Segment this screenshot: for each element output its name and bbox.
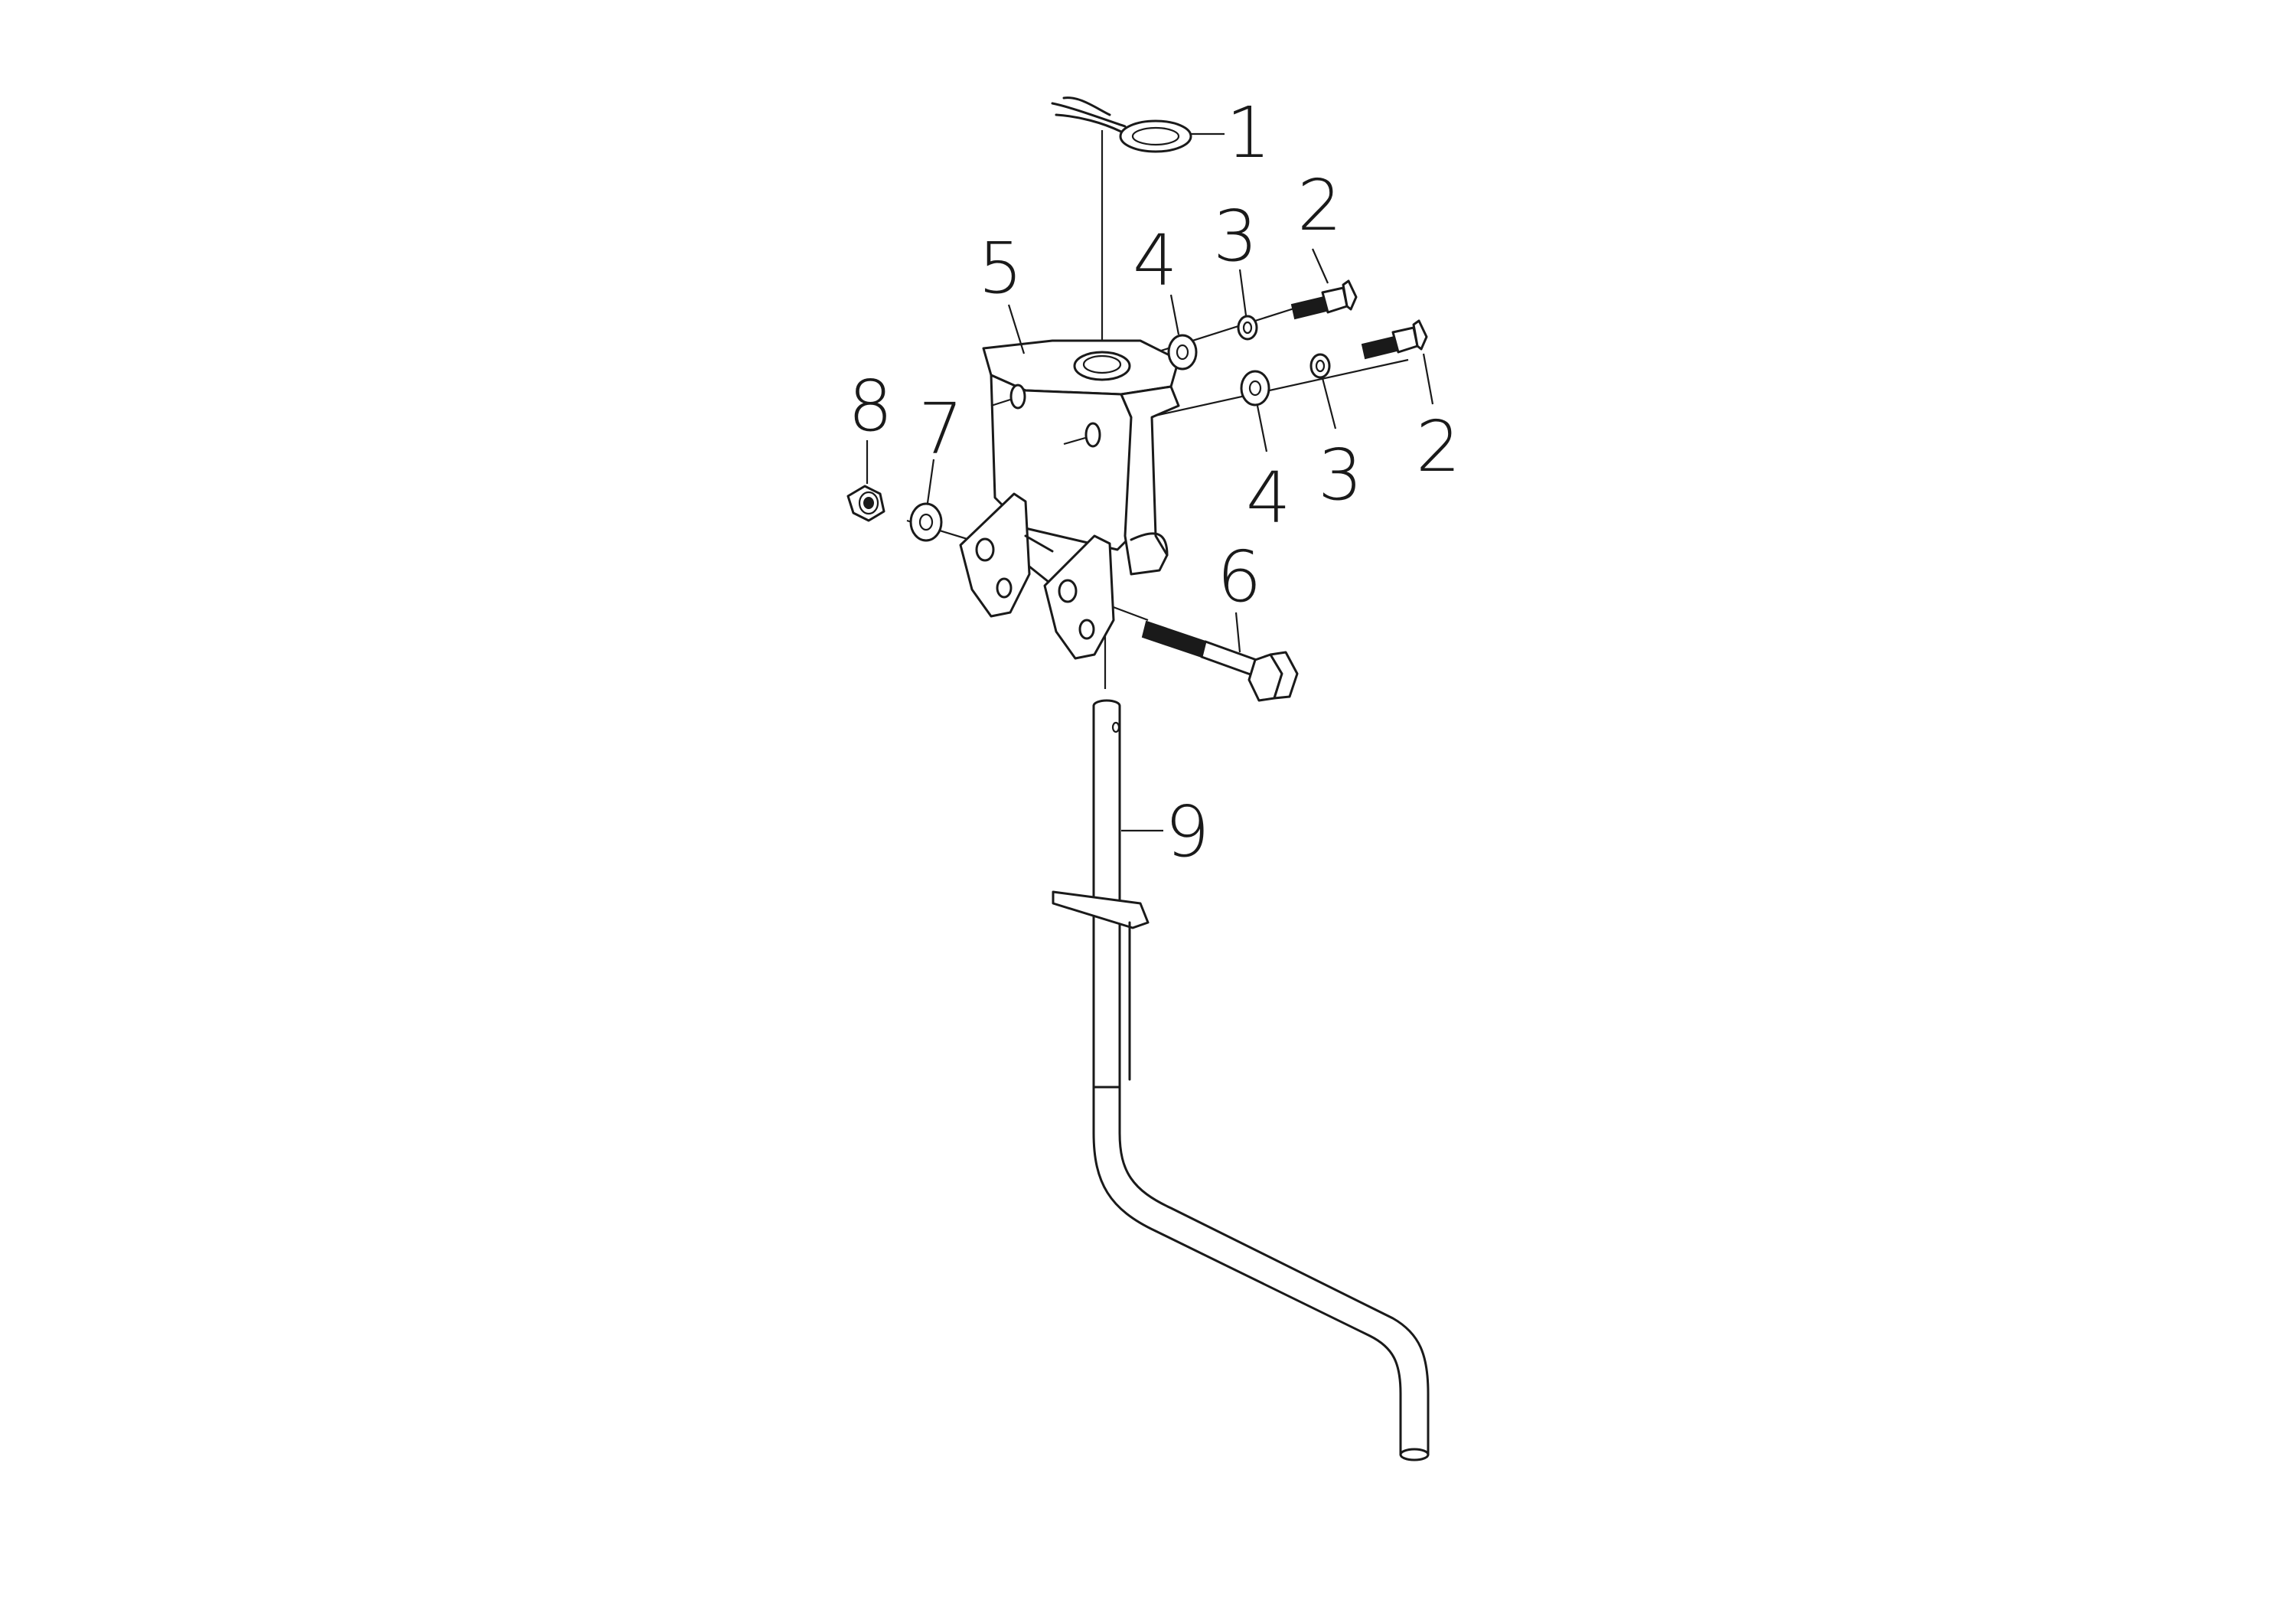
shift-rod xyxy=(1052,699,1430,1461)
lock-washer-3b xyxy=(1309,353,1331,379)
callout-3-bottom: 3 xyxy=(1318,434,1363,516)
callout-7: 7 xyxy=(918,388,964,470)
callout-8: 8 xyxy=(848,365,893,447)
flange-bolt-2b xyxy=(1361,319,1428,360)
callout-1: 1 xyxy=(1226,92,1271,174)
lock-washer-3a xyxy=(1237,315,1258,341)
callout-3-top: 3 xyxy=(1213,195,1258,277)
flange-bolt-2a xyxy=(1290,279,1358,320)
callout-5: 5 xyxy=(978,227,1023,309)
callout-4-top: 4 xyxy=(1133,220,1178,302)
mounting-bracket xyxy=(959,339,1180,660)
flat-washer-7 xyxy=(909,502,943,542)
callout-4-bottom: 4 xyxy=(1246,457,1291,539)
flat-washer-4a xyxy=(1167,334,1198,371)
callout-9: 9 xyxy=(1165,791,1210,873)
callout-2-bottom: 2 xyxy=(1416,406,1461,488)
callouts: 1 2 2 3 3 4 4 5 6 7 8 9 xyxy=(848,92,1461,873)
hex-bolt-long xyxy=(1141,620,1299,702)
hairpin-clip xyxy=(1051,96,1192,153)
lock-nut xyxy=(846,485,885,522)
flat-washer-4b xyxy=(1240,370,1270,407)
callout-6: 6 xyxy=(1217,536,1262,618)
callout-2-top: 2 xyxy=(1297,165,1342,247)
